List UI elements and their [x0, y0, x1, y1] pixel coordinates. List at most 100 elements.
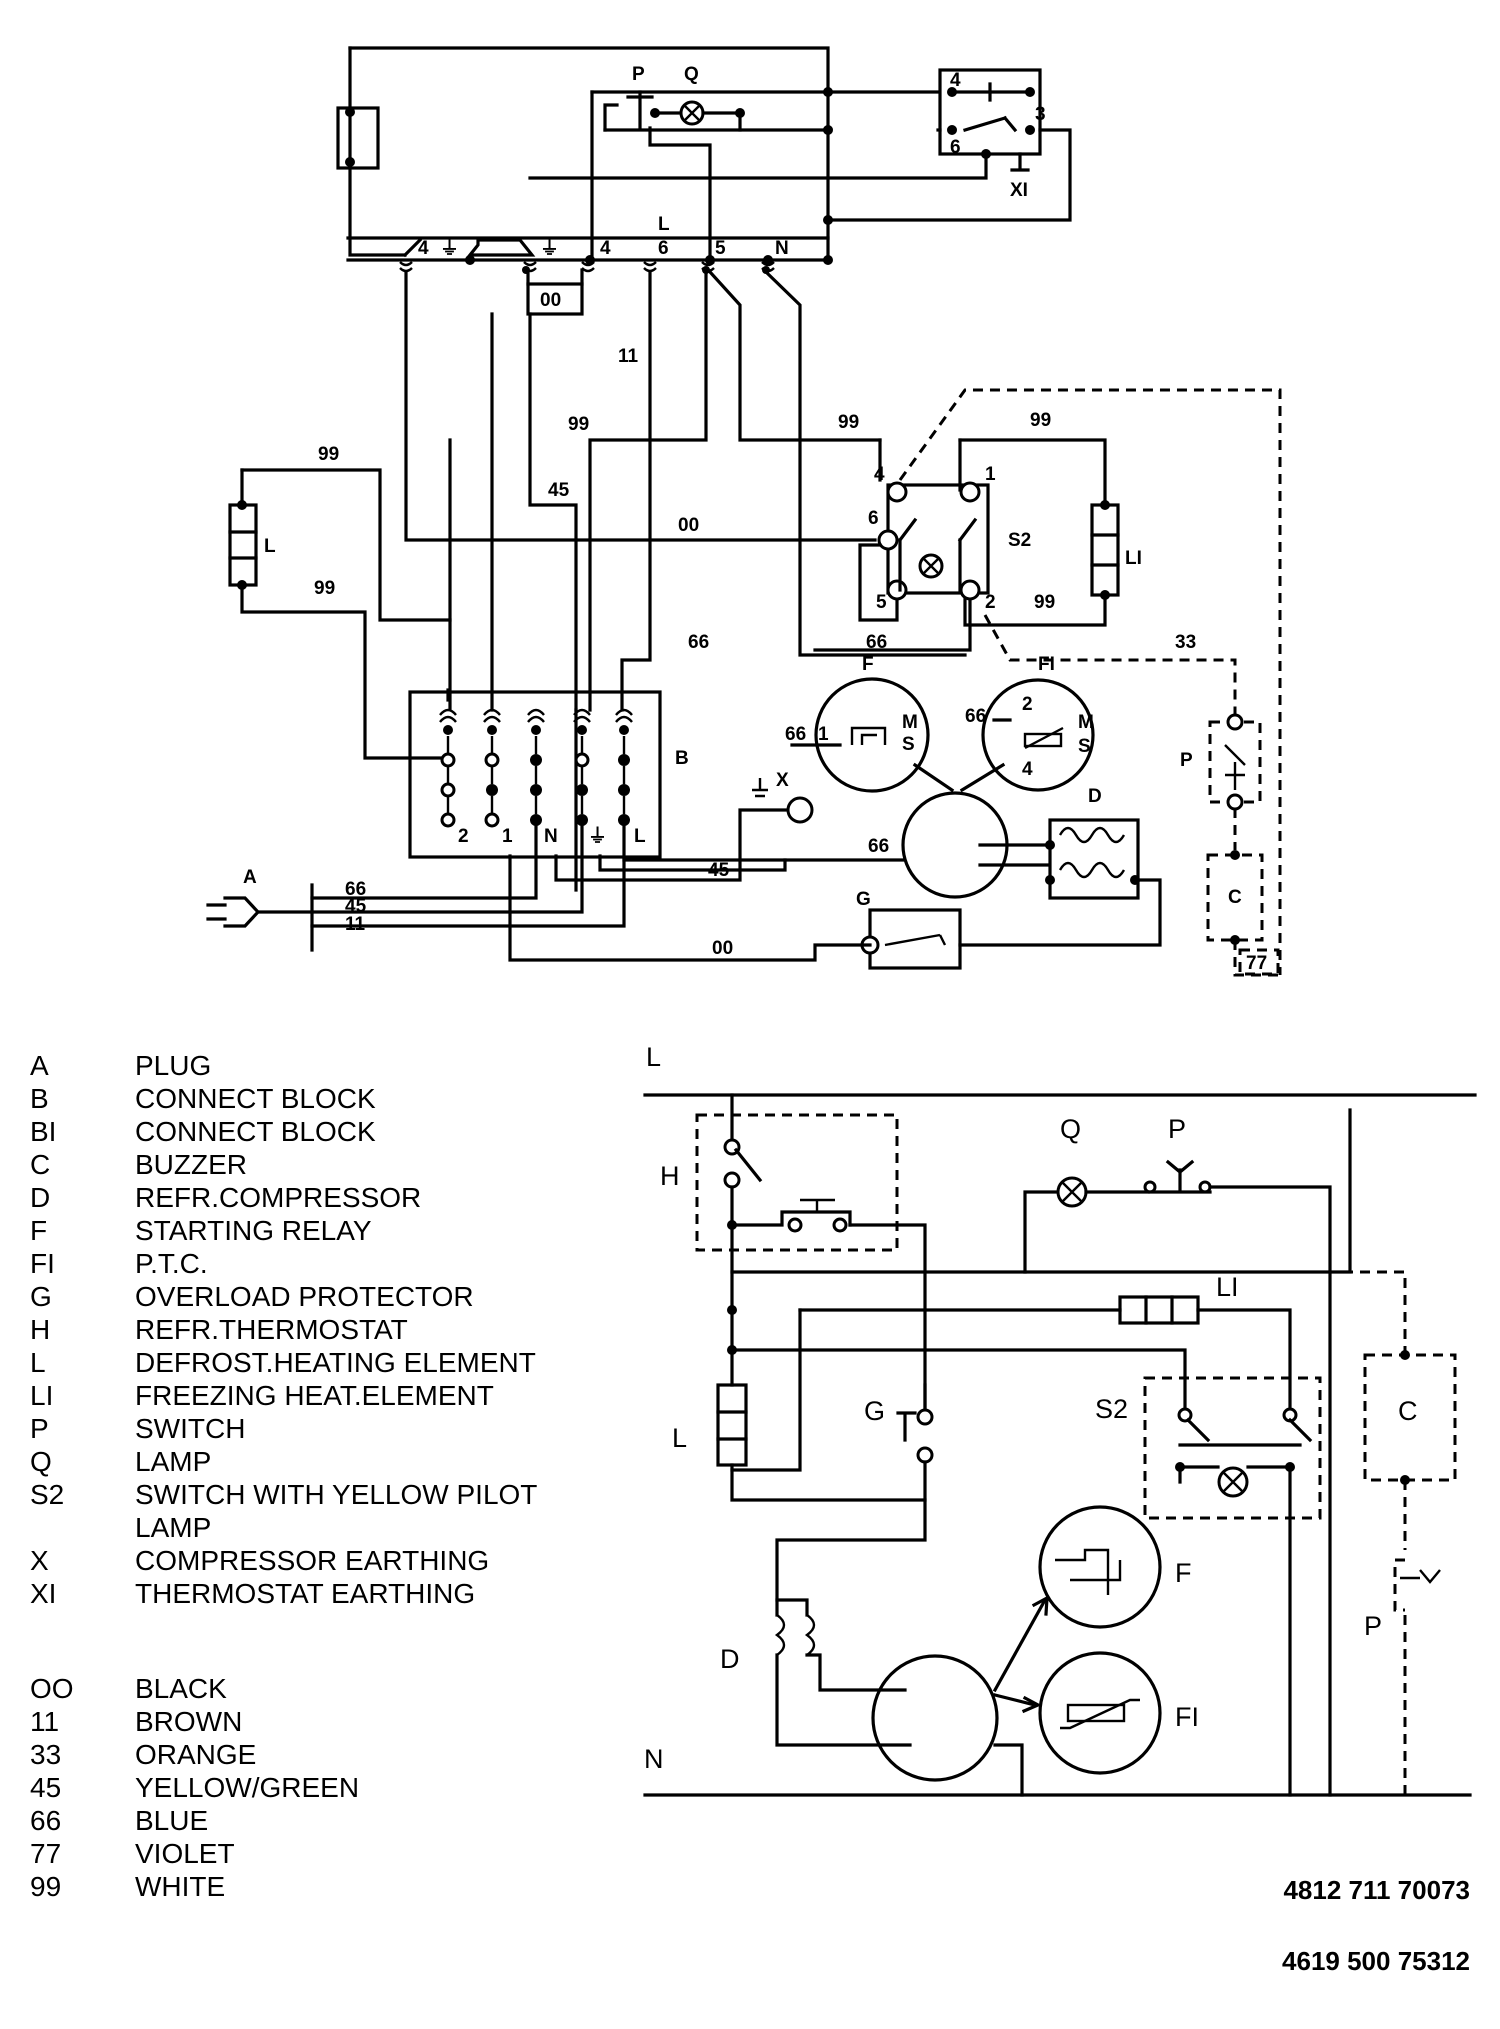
plug-a-icon — [206, 896, 314, 928]
schematic-diagram: L N H Q P LI — [643, 1042, 1477, 1797]
schematic-heater-li — [1118, 1295, 1200, 1325]
svg-text:M: M — [1078, 712, 1094, 733]
x-label: X — [776, 770, 789, 791]
color-code: 99 — [30, 1871, 62, 1902]
wire-code-66-cable: 66 — [345, 879, 366, 900]
schematic-label-s2: S2 — [1095, 1394, 1128, 1424]
svg-text:N: N — [544, 826, 558, 847]
s2-terminal-5: 5 — [876, 592, 887, 613]
label-l-top: L — [264, 536, 276, 557]
svg-text:L: L — [634, 826, 646, 847]
legend-code: G — [30, 1281, 52, 1312]
legend-code: H — [30, 1314, 51, 1345]
connect-block-terminals: 2 1 N ⏚ L — [439, 708, 646, 847]
s2-terminal-2: 2 — [985, 592, 996, 613]
legend-description: COMPRESSOR EARTHING — [135, 1545, 490, 1576]
schematic-relay-f-icon — [1038, 1505, 1162, 1629]
d-label-top: D — [1088, 786, 1102, 807]
b-label: B — [675, 748, 689, 769]
wire-code-00-bottom: 00 — [712, 938, 733, 959]
schematic-label-f: F — [1175, 1558, 1192, 1588]
legend-code: A — [30, 1050, 49, 1081]
svg-text:4: 4 — [418, 238, 429, 259]
legend-description: FREEZING HEAT.ELEMENT — [135, 1380, 494, 1411]
f-label-top: F — [862, 654, 874, 675]
legend-description: OVERLOAD PROTECTOR — [135, 1281, 474, 1312]
svg-text:L: L — [658, 214, 670, 235]
schematic-heater-l — [716, 1383, 748, 1467]
svg-text:4: 4 — [600, 238, 611, 259]
terminal-strip-labels: 4 ⏚ ⏚ 4 L 6 5 N — [418, 214, 789, 259]
color-name: BROWN — [135, 1706, 243, 1737]
legend-description: THERMOSTAT EARTHING — [135, 1578, 476, 1609]
color-name: VIOLET — [135, 1838, 235, 1869]
compressor-earth-x-icon — [786, 796, 814, 824]
legend-code: FI — [30, 1248, 55, 1279]
wire-code-00-top: 00 — [540, 290, 561, 311]
p-label-top: P — [1180, 750, 1193, 771]
schematic-label-l-heater: L — [672, 1423, 687, 1453]
freezing-heater-li — [1090, 503, 1120, 597]
wire-code-66-b: 66 — [866, 632, 887, 653]
wire-code-99-f: 99 — [1034, 592, 1055, 613]
wire-code-99-b: 99 — [838, 412, 859, 433]
color-name: BLACK — [135, 1673, 227, 1704]
legend-code: C — [30, 1149, 51, 1180]
thermostat-terminal-3: 3 — [1035, 104, 1046, 125]
part-number-2: 4619 500 75312 — [1282, 1946, 1470, 1976]
wire-code-45-b: 45 — [708, 860, 730, 881]
legend-code: P — [30, 1413, 49, 1444]
s2-label-top: S2 — [1008, 530, 1031, 551]
ptc-fi-icon — [981, 678, 1095, 792]
compressor-winding-d — [1048, 818, 1140, 900]
schematic-label-n: N — [644, 1744, 664, 1774]
wire-code-66-a: 66 — [688, 632, 709, 653]
legend-description: SWITCH WITH YELLOW PILOT LAMP — [135, 1479, 537, 1543]
legend-description: DEFROST.HEATING ELEMENT — [135, 1347, 536, 1378]
s2-terminal-6: 6 — [868, 508, 879, 529]
schematic-compressor — [871, 1654, 999, 1782]
schematic-label-p-side: P — [1364, 1611, 1382, 1641]
part-number-1: 4812 711 70073 — [1283, 1875, 1470, 1905]
color-code: 45 — [30, 1772, 62, 1803]
defrost-heater-l — [228, 503, 258, 587]
svg-text:S: S — [902, 734, 915, 755]
color-code: 11 — [30, 1706, 60, 1737]
svg-text:4: 4 — [1022, 759, 1033, 780]
schematic-s2-box — [1143, 1376, 1322, 1520]
legend-description: BUZZER — [135, 1149, 247, 1180]
svg-text:M: M — [902, 712, 918, 733]
g-label-top: G — [856, 889, 871, 910]
wire-code-33: 33 — [1175, 632, 1196, 653]
fi-label-top: FI — [1038, 654, 1055, 675]
wire-code-66-c: 66 — [868, 836, 889, 857]
schematic-label-c: C — [1398, 1396, 1418, 1426]
lamp-q-label: Q — [684, 64, 699, 85]
legend-description: STARTING RELAY — [135, 1215, 372, 1246]
wire-code-11-cable: 11 — [345, 914, 366, 935]
schematic-label-fi: FI — [1175, 1702, 1199, 1732]
wire-code-11: 11 — [618, 346, 639, 367]
wire-code-99-e: 99 — [314, 578, 335, 599]
legend-code: BI — [30, 1116, 57, 1147]
legend-code: X — [30, 1545, 49, 1576]
svg-text:1: 1 — [818, 724, 829, 745]
li-label-top: LI — [1125, 548, 1142, 569]
legend-code: LI — [30, 1380, 54, 1411]
wire-code-99-a: 99 — [568, 414, 589, 435]
s2-terminal-4: 4 — [874, 464, 885, 485]
svg-text:2: 2 — [1022, 694, 1033, 715]
legend-description: PLUG — [135, 1050, 212, 1081]
color-name: YELLOW/GREEN — [135, 1772, 360, 1803]
legend-code: S2 — [30, 1479, 65, 1510]
svg-text:N: N — [775, 238, 789, 259]
legend-code: B — [30, 1083, 49, 1114]
schematic-label-h: H — [660, 1161, 680, 1191]
schematic-label-p-top: P — [1168, 1114, 1186, 1144]
legend-code: F — [30, 1215, 48, 1246]
legend-code: D — [30, 1182, 51, 1213]
legend-description: P.T.C. — [135, 1248, 208, 1279]
legend-description: LAMP — [135, 1446, 212, 1477]
svg-text:6: 6 — [658, 238, 669, 259]
wire-code-77: 77 — [1246, 953, 1267, 974]
